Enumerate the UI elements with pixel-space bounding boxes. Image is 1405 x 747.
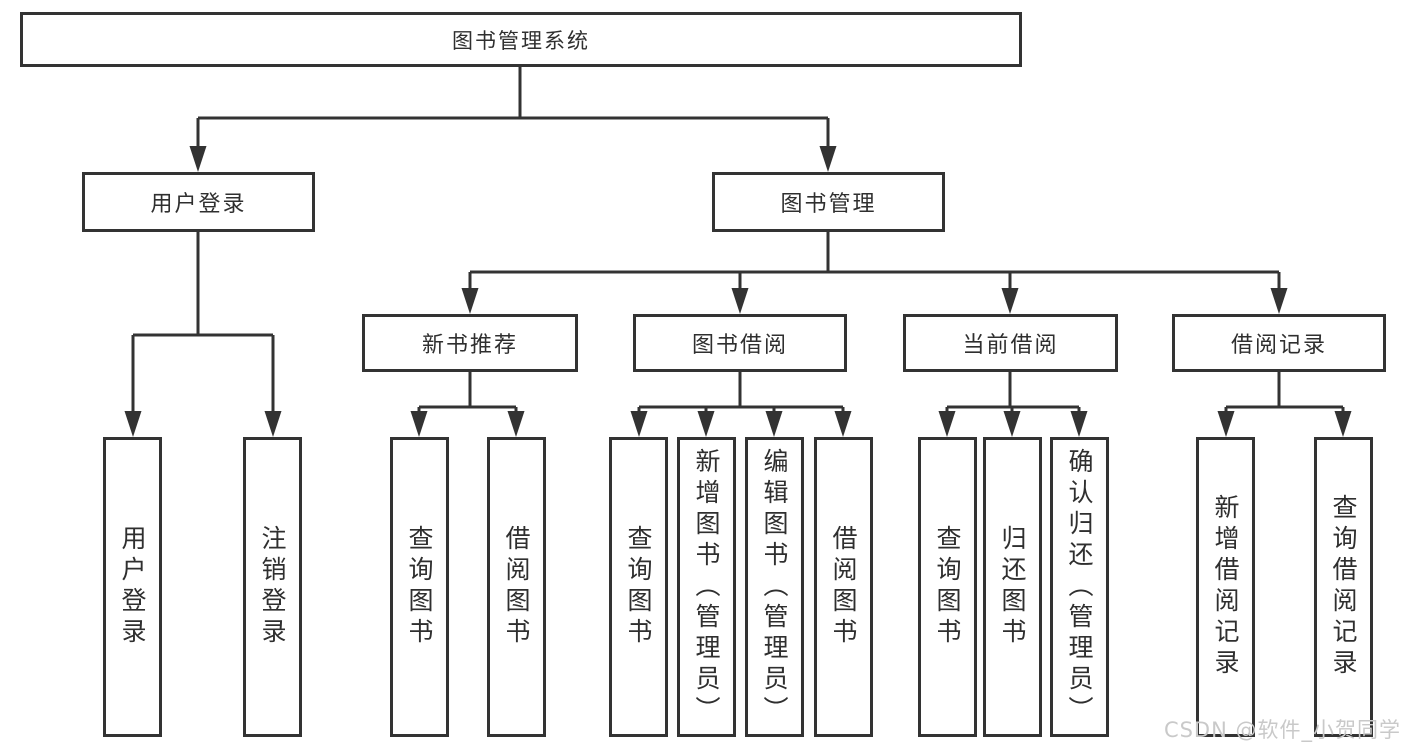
leaf-node-borrow-books: 借阅图书: [487, 437, 546, 737]
branch-node-book-management: 图书管理: [712, 172, 945, 232]
leaf-node-label: 查询图书: [405, 525, 434, 649]
leaf-node-query-books: 查询图书: [390, 437, 449, 737]
leaf-node-edit-books-admin: 编辑图书（管理员）: [745, 437, 804, 737]
leaf-node-label: 新增借阅记录: [1211, 494, 1240, 680]
leaf-node-label: 归还图书: [998, 525, 1027, 649]
root-node-library-system: 图书管理系统: [20, 12, 1022, 67]
leaf-node-label: 查询图书: [933, 525, 962, 649]
branch-node-user-login: 用户登录: [82, 172, 315, 232]
leaf-node-label: 编辑图书（管理员）: [760, 447, 789, 727]
leaf-node-add-books-admin: 新增图书（管理员）: [677, 437, 736, 737]
leaf-node-label: 借阅图书: [829, 525, 858, 649]
section-node-borrow-records: 借阅记录: [1172, 314, 1386, 372]
section-node-new-book-recommend: 新书推荐: [362, 314, 578, 372]
leaf-node-return-books: 归还图书: [983, 437, 1042, 737]
root-node-label: 图书管理系统: [452, 28, 590, 53]
leaf-node-label: 确认归还（管理员）: [1065, 447, 1094, 727]
csdn-watermark: CSDN @软件_小贺同学: [1163, 718, 1401, 742]
leaf-node-label: 查询图书: [624, 525, 653, 649]
section-node-label: 借阅记录: [1230, 333, 1327, 358]
section-node-label: 新书推荐: [421, 333, 518, 358]
leaf-node-query-books: 查询图书: [609, 437, 668, 737]
leaf-node-label: 注销登录: [258, 525, 287, 649]
leaf-node-label: 查询借阅记录: [1329, 494, 1358, 680]
section-node-book-borrow: 图书借阅: [633, 314, 847, 372]
branch-node-label: 用户登录: [150, 192, 247, 217]
leaf-node-query-borrow-record: 查询借阅记录: [1314, 437, 1373, 737]
leaf-node-query-books: 查询图书: [918, 437, 977, 737]
branch-node-label: 图书管理: [780, 192, 877, 217]
leaf-node-borrow-books: 借阅图书: [814, 437, 873, 737]
leaf-node-add-borrow-record: 新增借阅记录: [1196, 437, 1255, 737]
leaf-node-label: 用户登录: [118, 525, 147, 649]
leaf-node-logout: 注销登录: [243, 437, 302, 737]
arrowheads: [124, 146, 1352, 437]
section-node-label: 图书借阅: [691, 333, 788, 358]
leaf-node-label: 新增图书（管理员）: [692, 447, 721, 727]
section-node-label: 当前借阅: [962, 333, 1059, 358]
leaf-node-confirm-return-admin: 确认归还（管理员）: [1050, 437, 1109, 737]
section-node-current-borrow: 当前借阅: [903, 314, 1118, 372]
leaf-node-label: 借阅图书: [502, 525, 531, 649]
leaf-node-user-login: 用户登录: [103, 437, 162, 737]
